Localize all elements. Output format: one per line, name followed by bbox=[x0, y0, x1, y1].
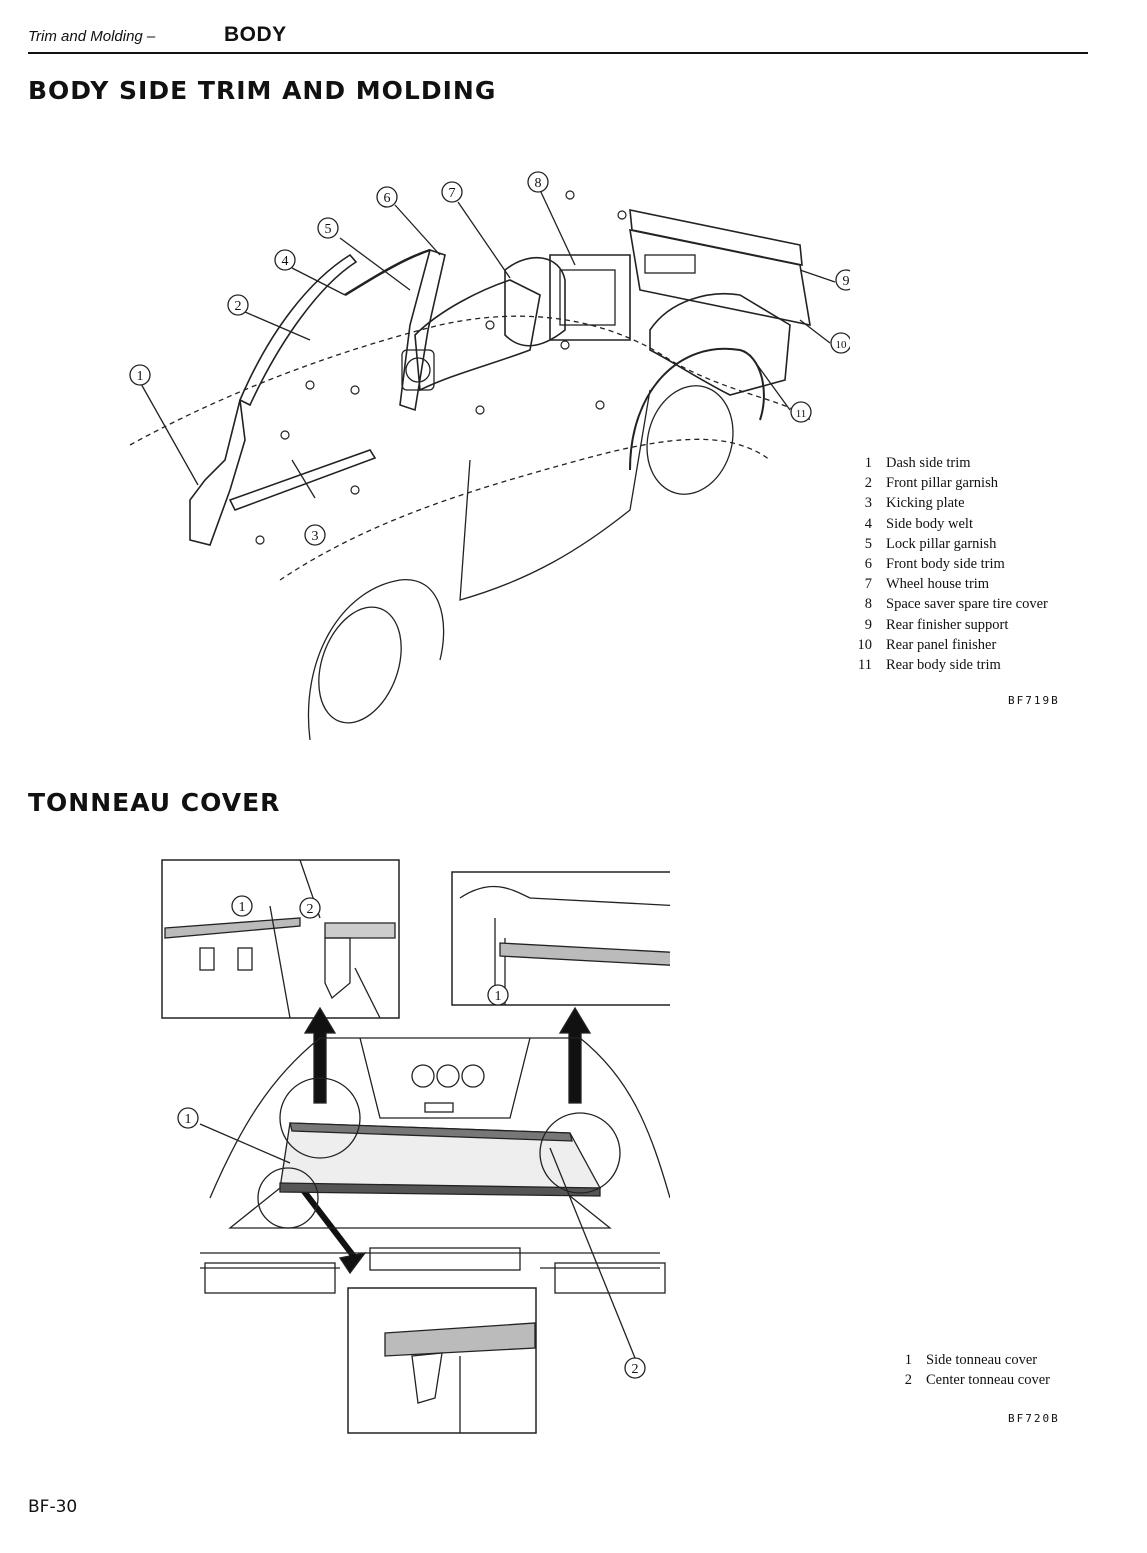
page-header: Trim and Molding – BODY bbox=[28, 22, 1088, 54]
callout-circle bbox=[227, 294, 249, 316]
legend-item-number: 5 bbox=[864, 535, 872, 552]
legend-item-label: Front pillar garnish bbox=[886, 475, 998, 492]
legend-item-number: 8 bbox=[864, 596, 872, 613]
callout-circle bbox=[231, 895, 253, 917]
callout-label: 9 bbox=[843, 274, 850, 289]
callout-circle bbox=[317, 217, 339, 239]
legend-item-label: Side body welt bbox=[886, 515, 973, 532]
callout-circle bbox=[527, 171, 549, 193]
legend-item: 7 Wheel house trim bbox=[846, 574, 1096, 594]
section-title-side-trim: BODY SIDE TRIM AND MOLDING bbox=[28, 76, 497, 105]
legend-tonneau-cover: 1 Side tonneau cover 2 Center tonneau cover bbox=[886, 1350, 1096, 1390]
figure-code-bf720b: BF720B bbox=[1008, 1412, 1060, 1425]
legend-item-label: Center tonneau cover bbox=[926, 1372, 1051, 1389]
callout-label: 8 bbox=[535, 176, 542, 191]
legend-item: 9 Rear finisher support bbox=[846, 615, 1096, 635]
callout-circle bbox=[304, 524, 326, 546]
callout-circle bbox=[129, 364, 151, 386]
legend-item: 10 Rear panel finisher bbox=[846, 635, 1096, 655]
section-title-tonneau-cover: TONNEAU COVER bbox=[28, 788, 281, 817]
callout-label: 7 bbox=[449, 186, 456, 201]
callout-circle bbox=[177, 1107, 199, 1129]
callout-label: 4 bbox=[282, 254, 289, 269]
legend-item-number: 9 bbox=[864, 616, 872, 633]
legend-item-number: 2 bbox=[864, 475, 872, 492]
legend-item-label: Front body side trim bbox=[886, 556, 1005, 573]
callout-circle bbox=[790, 401, 812, 423]
callout-circle bbox=[274, 249, 296, 271]
legend-item-label: Wheel house trim bbox=[886, 576, 990, 593]
legend-item: 6 Front body side trim bbox=[846, 554, 1096, 574]
callout-label: 10 bbox=[836, 339, 848, 351]
callout-label: 2 bbox=[307, 902, 314, 917]
legend-item: 3 Kicking plate bbox=[846, 493, 1096, 513]
legend-item-number: 2 bbox=[904, 1372, 912, 1389]
callout-label: 11 bbox=[796, 408, 807, 420]
legend-item: 5 Lock pillar garnish bbox=[846, 534, 1096, 554]
callout-label: 2 bbox=[632, 1362, 639, 1377]
header-section: Trim and Molding – bbox=[28, 28, 156, 45]
legend-side-trim: 1 Dash side trim 2 Front pillar garnish 3 Kic… bbox=[846, 453, 1096, 675]
legend-item-label: Rear body side trim bbox=[886, 657, 1001, 674]
callout-circle bbox=[835, 269, 850, 291]
callout-circle bbox=[487, 984, 509, 1006]
legend-item-label: Space saver spare tire cover bbox=[886, 596, 1048, 613]
legend-item-number: 4 bbox=[864, 515, 872, 532]
legend-item-label: Kicking plate bbox=[886, 495, 965, 512]
legend-item: 2 Front pillar garnish bbox=[846, 473, 1096, 493]
callout-circle bbox=[830, 332, 850, 354]
callout-label: 1 bbox=[495, 989, 502, 1004]
legend-item-number: 7 bbox=[864, 576, 872, 593]
callout-label: 1 bbox=[185, 1112, 192, 1127]
callout-circle bbox=[624, 1357, 646, 1379]
callout-label: 1 bbox=[137, 369, 144, 384]
legend-item-label: Rear panel finisher bbox=[886, 636, 997, 653]
legend-item-number: 11 bbox=[858, 657, 872, 674]
tonneau-cover-diagram: 1 2 1 1 2 bbox=[161, 859, 670, 1434]
callout-circle bbox=[299, 897, 321, 919]
callout-label: 2 bbox=[235, 299, 242, 314]
legend-item-label: Lock pillar garnish bbox=[886, 535, 997, 552]
legend-item-number: 3 bbox=[864, 495, 872, 512]
header-chapter: BODY bbox=[224, 23, 287, 46]
callout-circle bbox=[376, 186, 398, 208]
figure-code-bf719b: BF719B bbox=[1008, 694, 1060, 707]
legend-item-label: Side tonneau cover bbox=[926, 1352, 1038, 1368]
callout-label: 3 bbox=[312, 529, 319, 544]
page-number: BF-30 bbox=[28, 1497, 78, 1517]
legend-item: 2 Center tonneau cover bbox=[886, 1370, 1096, 1390]
legend-item: 1 Side tonneau cover bbox=[886, 1350, 1096, 1370]
legend-item: 8 Space saver spare tire cover bbox=[846, 594, 1096, 614]
legend-item-number: 1 bbox=[864, 455, 872, 471]
legend-item: 1 Dash side trim bbox=[846, 453, 1096, 473]
body-side-trim-diagram: 1 2 3 4 5 6 7 8 9 10 11 bbox=[129, 171, 850, 740]
legend-item: 4 Side body welt bbox=[846, 514, 1096, 534]
legend-item-label: Dash side trim bbox=[886, 455, 971, 471]
legend-item-number: 6 bbox=[864, 556, 872, 573]
callout-label: 6 bbox=[384, 191, 391, 206]
callout-label: 1 bbox=[239, 900, 246, 915]
legend-item: 11 Rear body side trim bbox=[846, 655, 1096, 675]
legend-item-number: 1 bbox=[904, 1352, 912, 1368]
callout-circle bbox=[441, 181, 463, 203]
callout-label: 5 bbox=[325, 222, 332, 237]
legend-item-number: 10 bbox=[857, 636, 873, 653]
legend-item-label: Rear finisher support bbox=[886, 616, 1009, 633]
